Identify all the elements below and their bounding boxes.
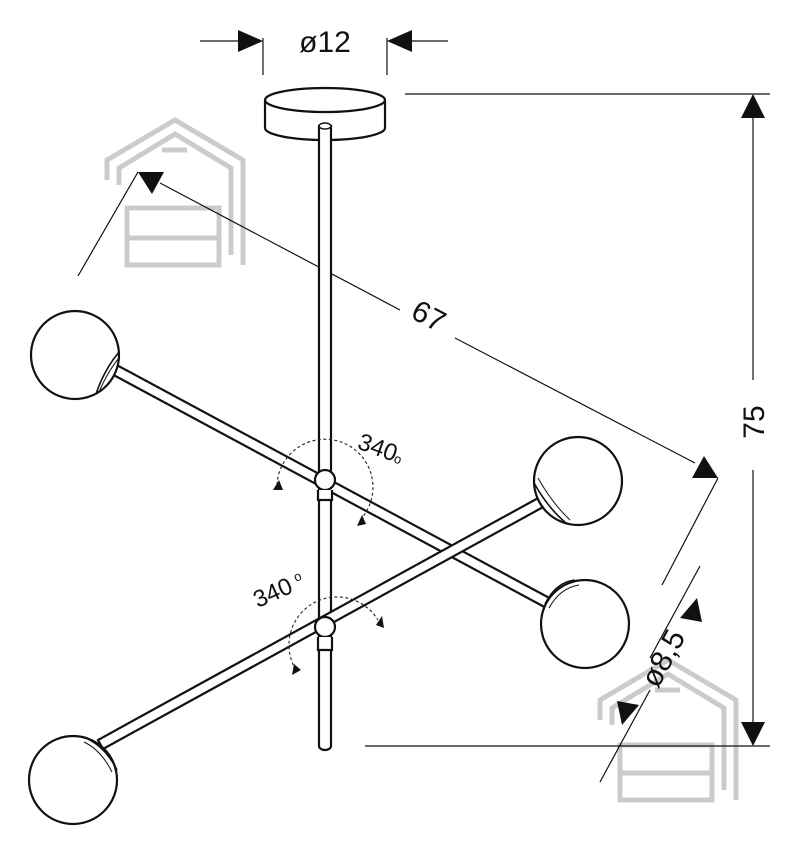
- vertical-rod: [317, 122, 333, 752]
- upper-degree-mark: o: [392, 451, 404, 468]
- canopy-dimension: ø12: [200, 26, 448, 75]
- upper-joint: [313, 468, 337, 502]
- canopy-diameter-label: ø12: [299, 26, 351, 59]
- watermark-logo-top-left-icon: [104, 117, 246, 268]
- globe-bottom-left: [27, 734, 119, 826]
- globe-right-lower: [539, 578, 631, 670]
- globe-top-left: [29, 309, 121, 401]
- lower-rotation-angle: 340: [249, 573, 297, 614]
- total-height-label: 75: [738, 405, 771, 438]
- globe-right-upper: [532, 435, 624, 527]
- height-dimension: 75: [365, 93, 771, 747]
- arm-span-label: 67: [406, 294, 451, 339]
- lower-degree-mark: o: [291, 568, 304, 585]
- lower-joint: [313, 615, 337, 652]
- watermark-logo-bottom-right-icon: [597, 657, 739, 803]
